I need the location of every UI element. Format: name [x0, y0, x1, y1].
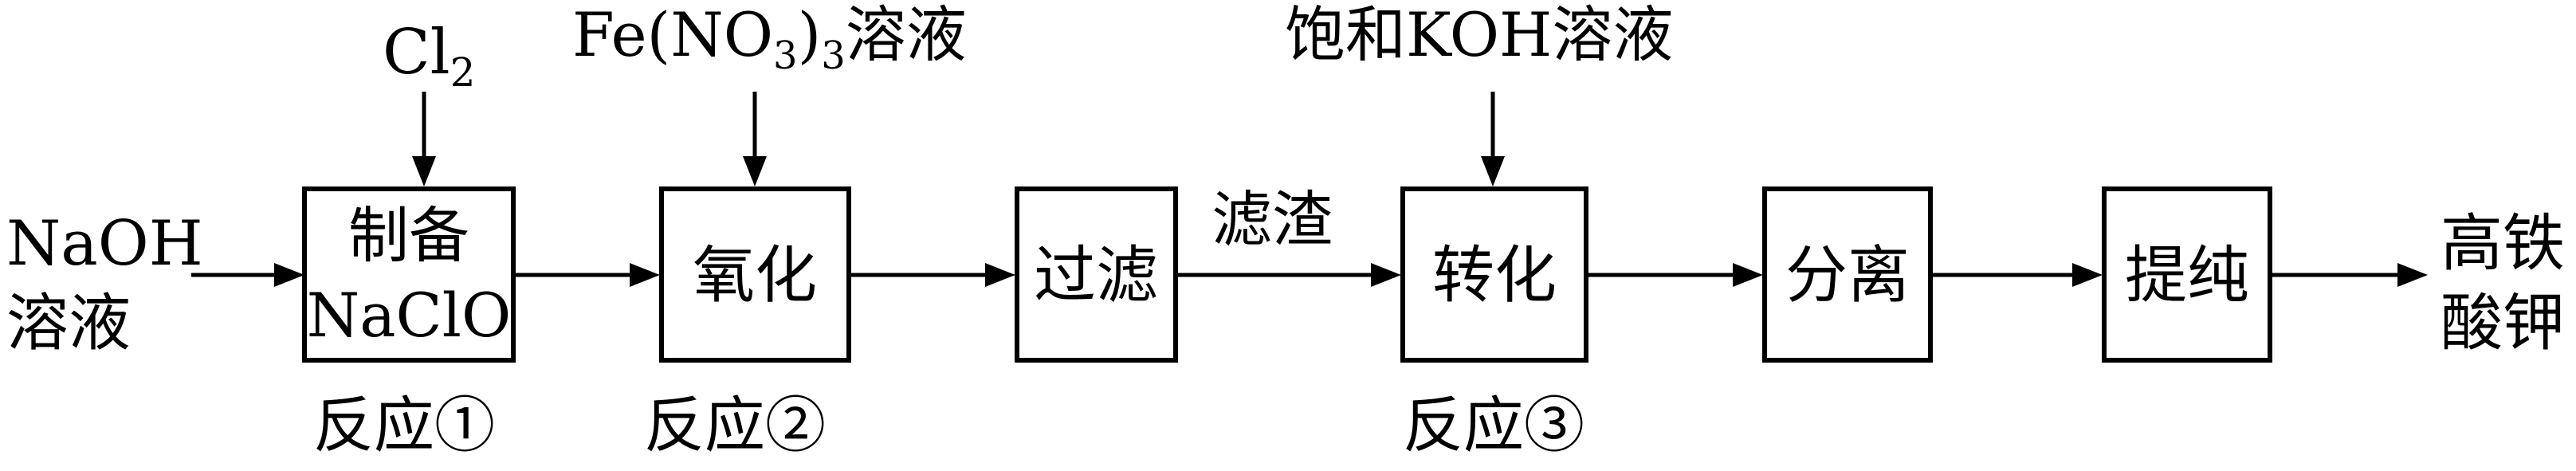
output-line2: 酸钾 [2441, 288, 2565, 359]
arrowhead-koh-down [1481, 156, 1505, 186]
arrowhead-purify-to-product [2397, 263, 2428, 287]
box-purify-label: 提纯 [2125, 240, 2249, 312]
box-convert [1400, 186, 1588, 363]
arrowhead-separate-to-purify [2072, 263, 2103, 287]
reaction-label-2: 反应② [644, 390, 826, 461]
box-separate [1762, 186, 1933, 363]
arrowhead-prep-to-oxidize [630, 263, 660, 287]
box-prepare-label-1: 制备 [348, 200, 469, 271]
reaction-label-1: 反应① [313, 390, 495, 461]
box-oxidize-label: 氧化 [693, 240, 817, 312]
arrowhead-fe-down [743, 156, 767, 186]
arrowhead-naoh-to-prep [274, 263, 304, 287]
arrowhead-cl2-down [412, 156, 436, 186]
input-koh: 饱和KOH溶液 [1285, 0, 1673, 70]
reaction-label-3: 反应③ [1403, 390, 1584, 461]
arrowhead-convert-to-separate [1733, 263, 1763, 287]
box-prepare-naclo [302, 186, 516, 363]
box-convert-label: 转化 [1432, 240, 1557, 312]
input-naoh-line2: 溶液 [6, 288, 131, 359]
arrowhead-filter-to-convert [1371, 263, 1401, 287]
box-oxidize [659, 186, 851, 363]
output-line1: 高铁 [2441, 208, 2565, 280]
input-naoh-line1: NaOH [6, 208, 203, 280]
input-cl2: Cl2 [383, 17, 475, 96]
box-filter-label: 过滤 [1034, 240, 1158, 312]
input-fe-nitrate: Fe(NO3)3溶液 [572, 0, 967, 78]
box-filter [1015, 186, 1178, 363]
box-separate-label: 分离 [1785, 240, 1910, 312]
box-purify [2102, 186, 2272, 363]
arrowhead-oxidize-to-filter [985, 263, 1015, 287]
box-prepare-label-2: NaClO [307, 280, 512, 351]
label-residue: 滤渣 [1211, 184, 1333, 255]
